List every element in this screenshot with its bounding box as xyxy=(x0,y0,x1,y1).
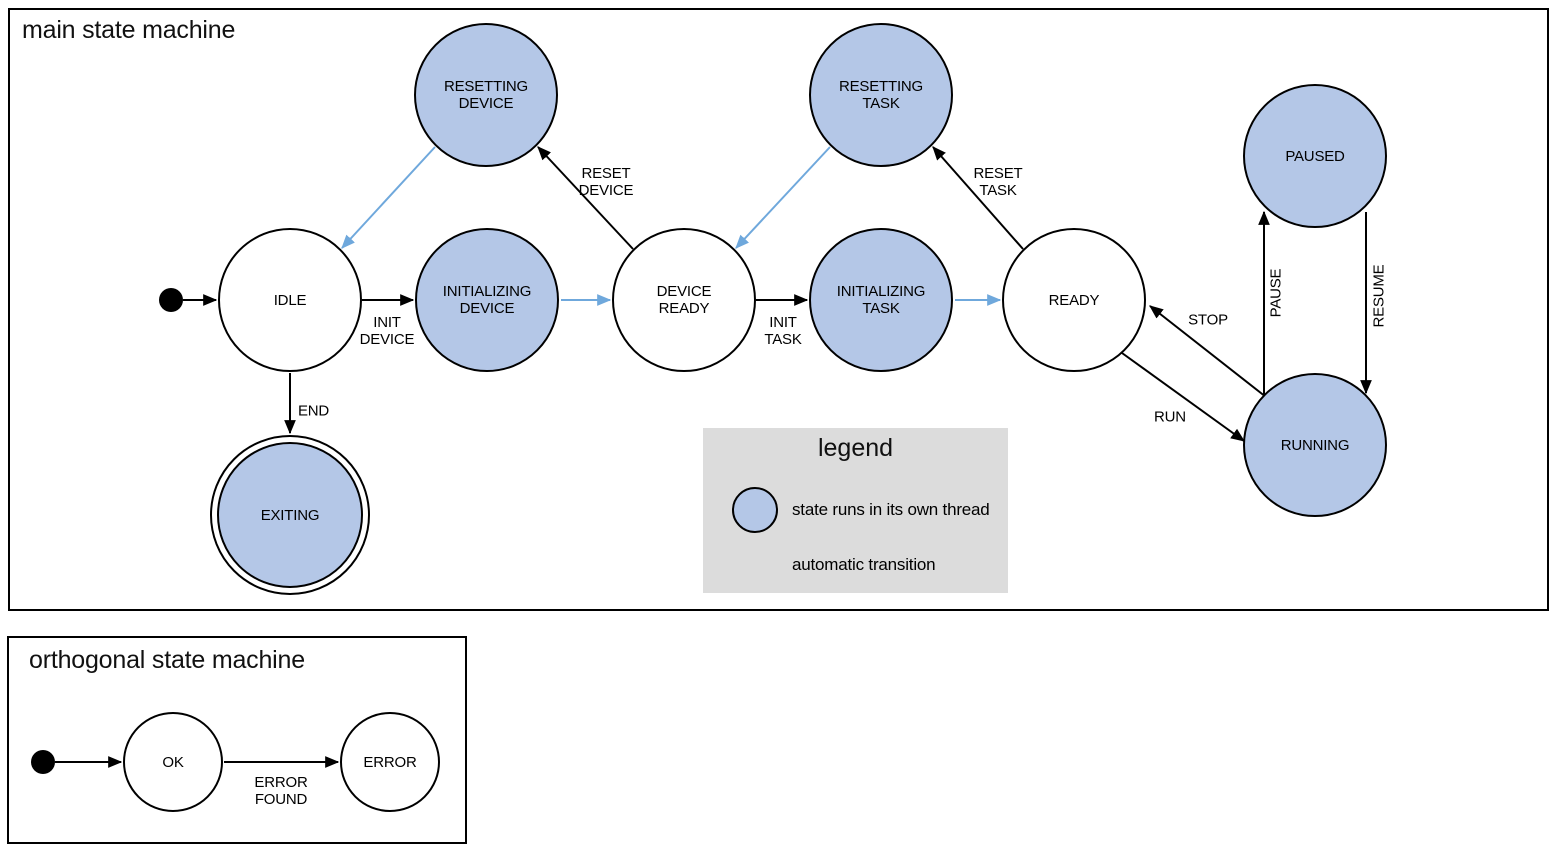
state-exiting-final-ring: EXITING xyxy=(210,435,370,595)
state-error-label: ERROR xyxy=(363,753,417,771)
state-initializing-task: INITIALIZING TASK xyxy=(809,228,953,372)
transition-end-label: END xyxy=(298,402,330,420)
state-resetting-device: RESETTING DEVICE xyxy=(414,23,558,167)
state-error: ERROR xyxy=(340,712,440,812)
state-resetting-task: RESETTING TASK xyxy=(809,23,953,167)
state-device-ready: DEVICE READY xyxy=(612,228,756,372)
state-resetting-device-label: RESETTING DEVICE xyxy=(443,78,529,112)
main-initial-state-dot xyxy=(159,288,183,312)
legend-auto-transition-label: automatic transition xyxy=(792,555,936,574)
state-running-label: RUNNING xyxy=(1280,436,1350,454)
state-paused: PAUSED xyxy=(1243,84,1387,228)
transition-stop-label: STOP xyxy=(1188,311,1228,329)
ortho-initial-state-dot xyxy=(31,750,55,774)
state-initializing-task-label: INITIALIZING TASK xyxy=(836,283,926,317)
transition-init-device-label: INIT DEVICE xyxy=(359,314,415,348)
state-ok: OK xyxy=(123,712,223,812)
state-ready: READY xyxy=(1002,228,1146,372)
main-state-machine-title: main state machine xyxy=(22,16,236,44)
transition-resume-label: RESUME xyxy=(1370,264,1388,328)
state-idle-label: IDLE xyxy=(273,291,307,309)
legend-box: legend state runs in its own thread auto… xyxy=(703,428,1008,593)
transition-reset-device-label: RESET DEVICE xyxy=(578,165,634,199)
state-resetting-task-label: RESETTING TASK xyxy=(838,78,924,112)
state-running: RUNNING xyxy=(1243,373,1387,517)
orthogonal-state-machine-frame: orthogonal state machine xyxy=(7,636,467,844)
legend-thread-label: state runs in its own thread xyxy=(792,500,990,519)
transition-init-task-label: INIT TASK xyxy=(764,314,802,348)
state-exiting-label: EXITING xyxy=(260,506,320,524)
orthogonal-state-machine-title: orthogonal state machine xyxy=(29,646,305,674)
state-initializing-device: INITIALIZING DEVICE xyxy=(415,228,559,372)
state-exiting: EXITING xyxy=(217,442,363,588)
state-ok-label: OK xyxy=(162,753,184,771)
state-initializing-device-label: INITIALIZING DEVICE xyxy=(442,283,532,317)
state-paused-label: PAUSED xyxy=(1285,147,1345,165)
state-idle: IDLE xyxy=(218,228,362,372)
transition-reset-task-label: RESET TASK xyxy=(973,165,1023,199)
transition-pause-label: PAUSE xyxy=(1267,268,1285,318)
legend-title: legend xyxy=(817,434,894,462)
legend-threaded-state-icon xyxy=(732,487,778,533)
main-state-machine-frame: main state machine xyxy=(8,8,1549,611)
state-device-ready-label: DEVICE READY xyxy=(656,283,712,317)
state-ready-label: READY xyxy=(1048,291,1100,309)
transition-run-label: RUN xyxy=(1154,408,1186,426)
transition-error-found-label: ERROR FOUND xyxy=(254,774,308,808)
